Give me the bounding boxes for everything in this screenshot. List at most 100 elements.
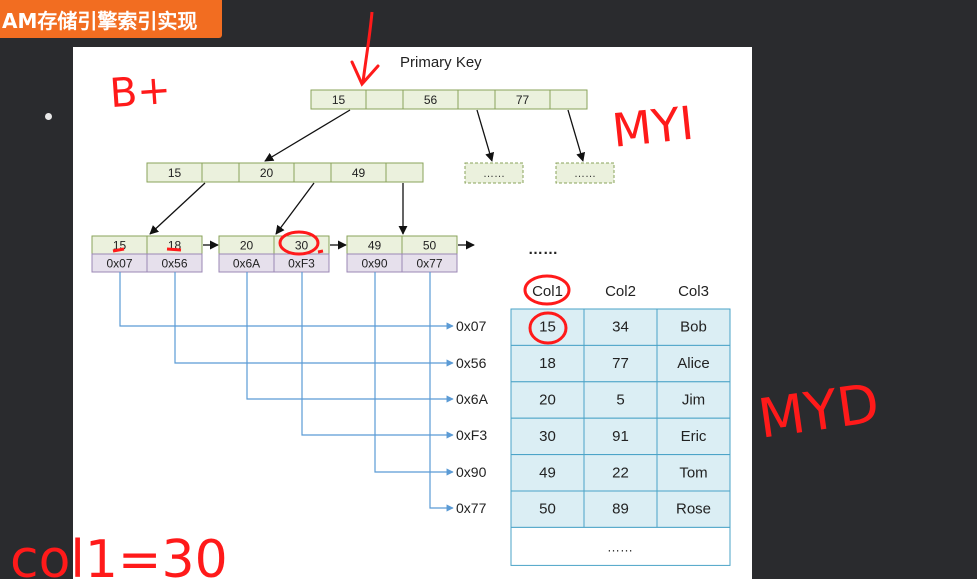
annotation-myi: MYI [610,96,697,158]
root-key-4: 77 [516,93,530,107]
table-cell-1-0-box [510,344,585,383]
leaf-2-key-1: 50 [423,239,437,253]
root-key-0: 15 [332,93,346,107]
table-cell-3-0: 30 [539,428,556,445]
placeholder-node-1-text: …… [483,168,505,180]
root-key-5-box [549,89,588,110]
address-label-3: 0xF3 [456,427,487,443]
table-cell-0-1-box [583,308,658,346]
annotation-bplus: B+ [108,67,172,117]
leaf-1-key-0: 20 [240,239,254,253]
table-cell-1-1: 77 [612,355,629,372]
table-cell-5-1-box [583,490,658,528]
level2-key-1-box [201,162,240,183]
table-cell-2-1: 5 [616,392,624,409]
table-cell-0-0-box [510,308,585,346]
table-cell-3-1-box [583,417,658,456]
address-label-0: 0x07 [456,318,487,334]
table-header-2: Col3 [678,283,709,300]
table-footer-ellipsis: …… [607,539,633,554]
annotation-myd: MYD [754,371,883,450]
table-cell-0-2: Bob [680,319,707,336]
primary-key-label: Primary Key [400,54,482,71]
pointer-line-1 [174,272,454,367]
address-label-5: 0x77 [456,500,487,516]
table-header-0: Col1 [532,283,563,300]
table-cell-5-0: 50 [539,501,556,518]
section-title: AM存储引擎索引实现 [2,8,198,33]
table-cell-3-2-box [656,417,731,456]
table-cell-2-1-box [583,381,658,419]
pointer-line-2 [246,272,454,403]
table-cell-2-0: 20 [539,392,556,409]
table-cell-5-2: Rose [676,501,711,518]
leaf-2-ptr-1: 0x77 [416,257,442,271]
root-key-3-box [457,89,496,110]
leaf-1-ptr-0: 0x6A [233,257,260,271]
handwriting: B+ MYI MYD col1=30 [10,11,883,579]
level2-key-2: 20 [260,166,274,180]
annotation-query: col1=30 [10,530,228,579]
table-cell-0-0: 15 [539,319,556,336]
table-footer-row [510,526,731,566]
root-key-1-box [365,89,404,110]
root-node: 15 56 77 [310,89,588,110]
table-cell-4-1: 22 [612,464,629,481]
address-label-1: 0x56 [456,355,487,371]
table-header-1: Col2 [605,283,636,300]
circle-key-30 [278,230,320,256]
table-cell-3-1: 91 [612,428,629,445]
pointer-line-5 [429,272,454,512]
leaf-0-ptr-0: 0x07 [106,257,132,271]
root-key-2: 56 [424,93,438,107]
table-cell-1-0: 18 [539,355,556,372]
circle-value-15 [528,311,568,345]
table-cell-3-2: Eric [681,428,707,445]
table-cell-0-1: 34 [612,319,629,336]
leaf-2-ptr-0: 0x90 [361,257,387,271]
level2-key-4: 49 [352,166,366,180]
placeholder-node-1: …… [464,162,524,184]
table-cell-1-2: Alice [677,355,710,372]
table-cell-2-0-box [510,381,585,419]
data-table: Col1 Col2 Col3 15 34 Bob 18 77 Alice 20 5 Jim 30 91 Er… [510,283,731,566]
pointer-lines [119,272,454,512]
pointer-line-3 [301,272,454,439]
arrow-root-to-ph2 [567,109,586,162]
table-cell-2-2: Jim [682,392,705,409]
level2-key-3-box [293,162,332,183]
bullet-dot [45,113,52,120]
circle-col1-header [523,274,571,306]
placeholder-node-2-text: …… [574,168,596,180]
arrow-root-to-l2 [264,109,351,162]
leaf-2-key-0: 49 [368,239,382,253]
leaf-0-ptr-1: 0x56 [161,257,187,271]
table-cell-2-2-box [656,381,731,419]
placeholder-node-2: …… [555,162,615,184]
pointer-line-0 [119,272,454,330]
pointer-line-4 [374,272,454,476]
table-cell-5-1: 89 [612,501,629,518]
section-title-badge: AM存储引擎索引实现 [0,0,222,38]
arrow-root-to-ph1 [476,109,495,162]
address-labels: 0x07 0x56 0x6A 0xF3 0x90 0x77 [456,318,489,516]
table-cell-4-0: 49 [539,464,556,481]
leaf-1-key-1: 30 [295,239,309,253]
leaf-node-1: 20 30 0x6A 0xF3 [218,235,330,273]
leaf-1-ptr-1: 0xF3 [288,257,315,271]
leaf-node-2: 49 50 0x90 0x77 [346,235,458,273]
table-cell-0-2-box [656,308,731,346]
arrow-l2-to-leaf1 [149,182,206,235]
level2-key-5-box [385,162,424,183]
tree-arrows [149,109,586,250]
arrow-l2-to-leaf2 [275,182,315,235]
address-label-4: 0x90 [456,464,487,480]
leaf-ellipsis: …… [528,241,558,258]
address-label-2: 0x6A [456,391,489,407]
table-cell-4-2: Tom [679,464,707,481]
red-down-arrow [361,11,374,83]
